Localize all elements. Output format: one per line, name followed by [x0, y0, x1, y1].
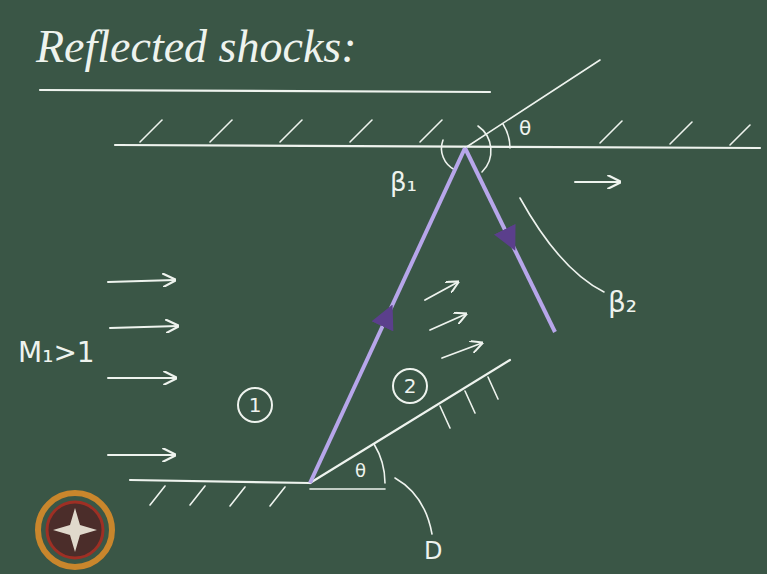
deflection-angle: θ — [519, 117, 531, 139]
institute-logo — [38, 493, 112, 567]
wall-hatching — [140, 120, 750, 145]
upper-wall — [115, 145, 760, 148]
angle-arc — [478, 126, 491, 172]
deflection-line — [465, 60, 600, 148]
leader-line — [395, 478, 432, 534]
flow-arrow — [425, 282, 482, 358]
symbol-label: D — [424, 538, 442, 564]
angle-arc — [374, 444, 385, 483]
shock-angle: β₂ — [608, 288, 637, 319]
region-number: 2 — [404, 375, 417, 397]
angle-arc — [503, 124, 510, 148]
flow-arrow — [108, 280, 178, 455]
flow-arrow — [575, 181, 620, 183]
reference-line — [310, 488, 385, 490]
reflected-shock — [465, 148, 555, 332]
heading: Reflected shocks: — [36, 22, 357, 73]
angle-arc — [441, 140, 455, 170]
mach-number: M₁>1 — [18, 338, 95, 369]
leader-line — [520, 198, 604, 292]
underline — [40, 90, 490, 92]
shock-angle: β₁ — [390, 168, 417, 197]
region-circle: 1 — [237, 387, 273, 423]
region-number: 1 — [249, 394, 262, 416]
region-circle: 2 — [392, 368, 428, 404]
wall-hatching — [150, 377, 498, 506]
deflection-angle: θ — [355, 461, 366, 481]
lower-wall — [130, 480, 310, 483]
incident-shock — [310, 148, 465, 483]
